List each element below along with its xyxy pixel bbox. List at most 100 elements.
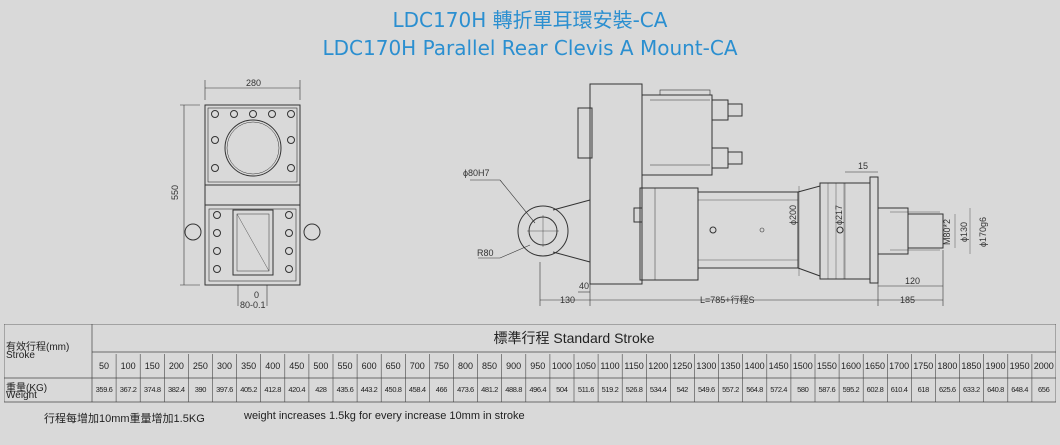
stroke-label-zh: 有效行程(mm) (6, 342, 70, 353)
stroke-cell: 150 (144, 361, 160, 371)
weight-cell: 625.6 (938, 385, 956, 394)
title-chinese: LDC170H 轉折單耳環安裝-CA (392, 8, 668, 32)
label-bore: ϕ80H7 (463, 168, 490, 178)
stroke-cell: 1350 (720, 361, 741, 371)
weight-cell: 572.4 (770, 385, 788, 394)
stroke-cell: 1450 (768, 361, 789, 371)
weight-cell: 656 (1038, 385, 1050, 394)
dim-offset-0: 0 (254, 290, 259, 300)
weight-cell: 450.8 (384, 385, 402, 394)
weight-cell: 496.4 (529, 385, 547, 394)
dia-130: ϕ130 (959, 222, 969, 242)
note-english: weight increases 1.5kg for every increas… (244, 410, 525, 422)
weight-cell: 595.2 (842, 385, 860, 394)
stroke-cell: 1650 (865, 361, 886, 371)
stroke-cell: 300 (217, 361, 233, 371)
dim-130: 130 (560, 295, 575, 305)
stroke-cell: 950 (530, 361, 546, 371)
stroke-cell: 1750 (913, 361, 934, 371)
stroke-cell: 500 (313, 361, 329, 371)
stroke-cell: 250 (192, 361, 208, 371)
stroke-cell: 200 (168, 361, 184, 371)
stroke-cell: 1400 (744, 361, 765, 371)
stroke-cell: 100 (120, 361, 136, 371)
stroke-cell: 750 (433, 361, 449, 371)
weight-cell: 519.2 (601, 385, 619, 394)
weight-cell: 587.6 (818, 385, 836, 394)
weight-cell: 374.8 (143, 385, 161, 394)
weight-cell: 534.4 (649, 385, 667, 394)
stroke-cell: 800 (457, 361, 473, 371)
stroke-cell: 550 (337, 361, 353, 371)
dia-217: ϕ217 (834, 205, 844, 225)
stroke-cell: 350 (241, 361, 257, 371)
dim-120: 120 (905, 276, 920, 286)
weight-cell: 549.6 (698, 385, 715, 394)
weight-cell: 610.4 (890, 385, 908, 394)
weight-cell: 466 (435, 385, 448, 394)
stroke-cell: 1300 (696, 361, 717, 371)
stroke-cell: 1500 (792, 361, 813, 371)
stroke-weight-table: 有效行程(mm) Stroke 重量(KG) Weight 標準行程 Stand… (4, 324, 1056, 404)
dim-15: 15 (858, 161, 868, 171)
stroke-cell: 900 (506, 361, 522, 371)
weight-cell: 526.8 (625, 385, 643, 394)
weight-cell: 648.4 (1011, 385, 1028, 394)
stroke-cell: 1700 (889, 361, 910, 371)
weight-cell: 504 (556, 385, 568, 394)
weight-cell: 458.4 (408, 385, 426, 394)
front-view (180, 80, 321, 306)
weight-cell: 412.8 (264, 385, 282, 394)
stroke-cell: 1200 (648, 361, 669, 371)
thread-m80: M80*2 (942, 219, 952, 245)
weight-cell: 367.2 (119, 385, 137, 394)
dim-550: 550 (170, 185, 180, 200)
weight-cell: 390 (194, 385, 207, 394)
weight-cell: 443.2 (360, 385, 378, 394)
table-header: 標準行程 Standard Stroke (493, 330, 655, 346)
stroke-cell: 1250 (672, 361, 693, 371)
weight-cell: 397.6 (216, 385, 233, 394)
stroke-cell: 700 (409, 361, 425, 371)
weight-cell: 564.8 (746, 385, 763, 394)
stroke-cell: 50 (99, 361, 110, 371)
stroke-cell: 1600 (840, 361, 861, 371)
weight-cell: 542 (676, 385, 689, 394)
weight-cell: 511.6 (577, 385, 595, 394)
stroke-cell: 1900 (985, 361, 1006, 371)
technical-drawing: 280 550 0 80-0.1 (170, 78, 988, 310)
stroke-cell: 1950 (1009, 361, 1030, 371)
weight-cell: 618 (917, 385, 930, 394)
weight-label-en: Weight (6, 390, 37, 401)
stroke-cell: 1800 (937, 361, 958, 371)
stroke-cell: 450 (289, 361, 305, 371)
dim-185: 185 (900, 295, 915, 305)
stroke-cell: 1150 (624, 361, 644, 371)
dia-200: ϕ200 (788, 205, 798, 225)
weight-cell: 435.6 (336, 385, 354, 394)
weight-cell: 473.6 (457, 385, 474, 394)
stroke-cell: 650 (385, 361, 401, 371)
weight-cell: 359.6 (95, 385, 113, 394)
weight-cell: 428 (315, 385, 327, 394)
weight-cell: 633.2 (963, 385, 980, 394)
stroke-cell: 1000 (551, 361, 572, 371)
table-grid (4, 324, 1056, 403)
stroke-cell: 1550 (816, 361, 837, 371)
dim-40: 40 (579, 281, 589, 291)
stroke-cell: 2000 (1033, 361, 1054, 371)
stroke-cell: 1850 (961, 361, 982, 371)
weight-cell: 580 (797, 385, 809, 394)
weight-cell: 557.2 (722, 385, 739, 394)
weight-cell: 405.2 (240, 385, 257, 394)
weight-cell: 382.4 (167, 385, 185, 394)
weight-label-zh: 重量(KG) (6, 383, 48, 394)
label-radius: R80 (477, 248, 494, 258)
stroke-cell: 1100 (600, 361, 620, 371)
weight-cell: 640.8 (987, 385, 1004, 394)
title-english: LDC170H Parallel Rear Clevis A Mount-CA (322, 36, 738, 60)
weight-cell: 488.8 (505, 385, 523, 394)
weight-cell: 602.8 (866, 385, 884, 394)
note-chinese: 行程每增加10mm重量增加1.5KG (44, 413, 205, 425)
